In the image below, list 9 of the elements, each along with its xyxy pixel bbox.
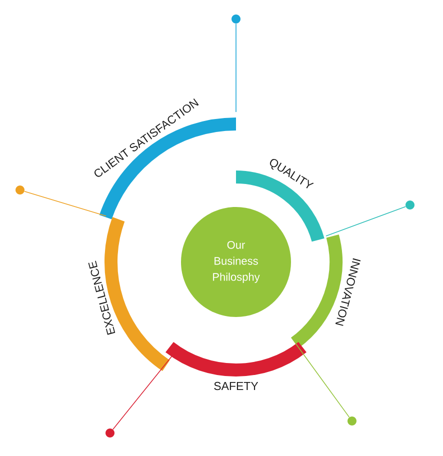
leader-line — [24, 190, 106, 216]
end-dot — [106, 428, 114, 438]
end-dot — [16, 186, 24, 194]
end-dot — [348, 416, 356, 426]
end-dot — [406, 200, 414, 210]
arc-segment: SAFETY — [166, 342, 306, 390]
leader-line — [326, 206, 406, 236]
end-dot — [232, 14, 240, 24]
leader-line — [296, 344, 350, 418]
